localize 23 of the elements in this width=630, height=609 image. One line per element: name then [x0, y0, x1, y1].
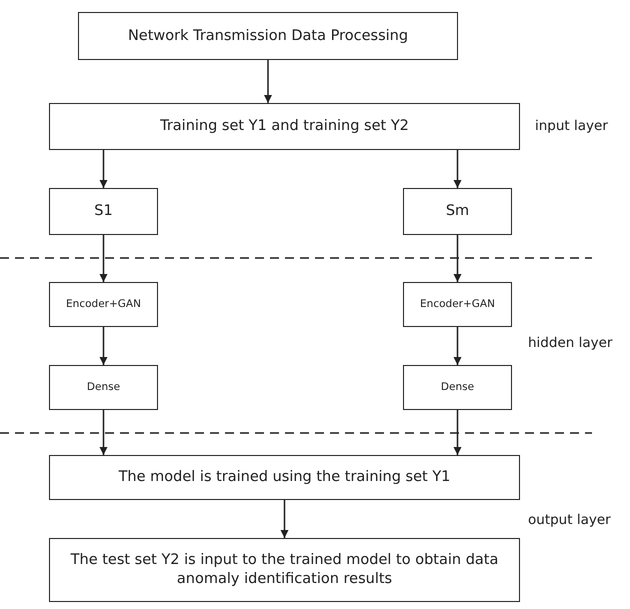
layer-label: input layer	[535, 118, 608, 134]
process-box: The test set Y2 is input to the trained model to obtain data anomaly identification results	[49, 538, 520, 602]
arrow	[454, 410, 462, 455]
process-box: Encoder+GAN	[49, 282, 158, 327]
arrow	[100, 327, 108, 365]
arrow	[454, 150, 462, 188]
process-box: Sm	[403, 188, 512, 235]
process-box: Dense	[49, 365, 158, 410]
arrow	[100, 235, 108, 282]
process-box: S1	[49, 188, 158, 235]
process-box: Training set Y1 and training set Y2	[49, 103, 520, 150]
process-box: The model is trained using the training set Y1	[49, 455, 520, 500]
process-box: Encoder+GAN	[403, 282, 512, 327]
arrow	[264, 60, 272, 103]
process-box: Dense	[403, 365, 512, 410]
arrow	[100, 410, 108, 455]
process-box: Network Transmission Data Processing	[78, 12, 458, 60]
arrow	[280, 500, 288, 538]
arrow	[454, 327, 462, 365]
layer-label: hidden layer	[528, 335, 612, 351]
arrow	[454, 235, 462, 282]
layer-label: output layer	[528, 512, 611, 528]
arrow	[100, 150, 108, 188]
